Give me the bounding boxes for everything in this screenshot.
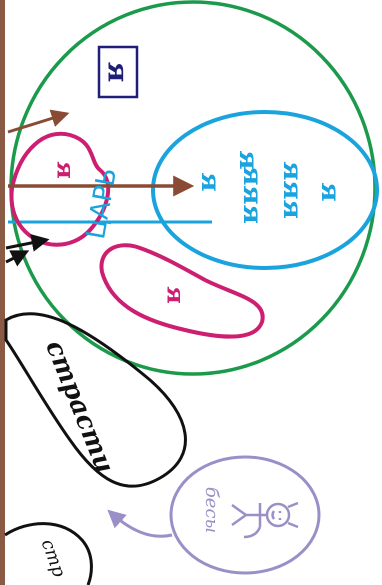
left-edge-bar bbox=[0, 0, 5, 585]
demon-figure-icon bbox=[231, 501, 299, 539]
black-arrow-upper bbox=[5, 233, 50, 252]
passions-loop bbox=[4, 312, 187, 488]
pink-lower-shape bbox=[99, 243, 265, 339]
blue-column-1: я bbox=[233, 150, 263, 169]
blue-column-4: я bbox=[315, 182, 345, 201]
passions-small-label: стр bbox=[37, 536, 70, 580]
tsar-label: ЦАРЬ bbox=[81, 166, 123, 242]
inner-blue-ellipse bbox=[151, 110, 379, 270]
pink-letter-bottom: я bbox=[162, 286, 191, 304]
passions-label: страсти bbox=[39, 336, 119, 478]
pink-heart-shape bbox=[9, 131, 111, 247]
demons-circle bbox=[169, 455, 321, 575]
blue-letter: я bbox=[195, 172, 225, 191]
black-arrow-lower bbox=[5, 250, 30, 267]
blue-column-2: яяя bbox=[237, 166, 267, 224]
passions-small-loop bbox=[4, 522, 93, 585]
framed-letter: я bbox=[102, 62, 135, 83]
brown-arrow-upper bbox=[7, 109, 70, 134]
lavender-arrow bbox=[107, 509, 173, 538]
demons-label: бесы bbox=[201, 487, 222, 533]
blue-column-3: яяя bbox=[277, 161, 307, 219]
framed-letter-box bbox=[97, 45, 139, 99]
pink-letter-top: я bbox=[52, 161, 81, 179]
